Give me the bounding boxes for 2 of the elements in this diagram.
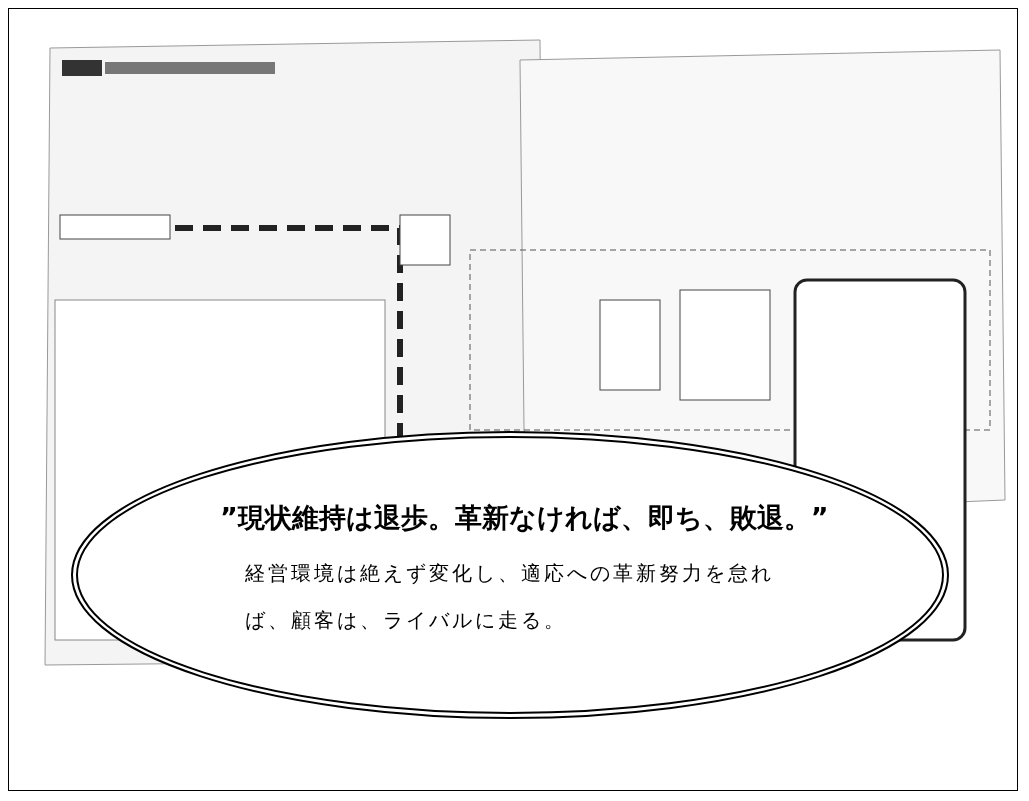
body-text: 経営環境は絶えず変化し、適応への革新努力を怠れば、顧客は、ライバルに走る。 [245,560,775,634]
quote-heading: ”現状維持は退歩。革新なければ、即ち、敗退。” [220,501,830,535]
